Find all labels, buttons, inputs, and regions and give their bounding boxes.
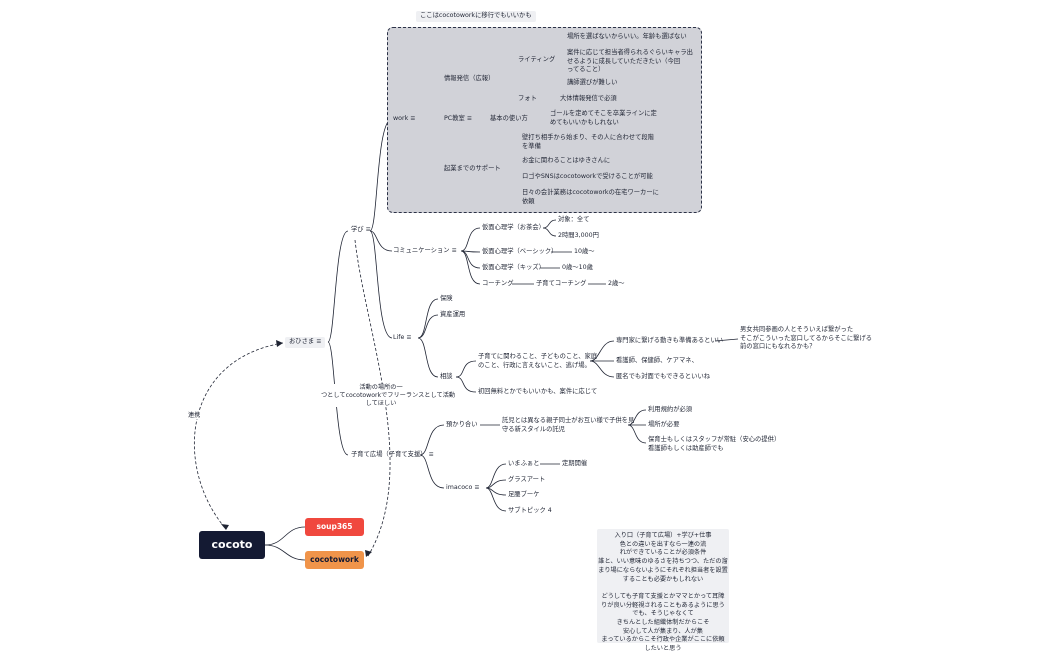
- boundary-box: [387, 27, 702, 213]
- soudan-item[interactable]: 専門家に繋げる動きも準備あるといい: [616, 337, 724, 344]
- imacoco-subitem[interactable]: 定期開催: [562, 460, 588, 467]
- boundary-label: ここはcocotoworkに移行でもいいかも: [416, 11, 536, 22]
- azukari-item[interactable]: 場所が必要: [648, 421, 680, 428]
- topic-life[interactable]: Life ≡: [393, 334, 412, 343]
- topic-work[interactable]: work ≡: [393, 115, 416, 124]
- comm-subitem[interactable]: 2時間3,000円: [558, 232, 599, 239]
- life-item[interactable]: 保険: [440, 295, 453, 302]
- imacoco-item[interactable]: 足腰ブーケ: [508, 491, 540, 498]
- topic-writing[interactable]: ライティング: [518, 56, 556, 63]
- comm-subitem[interactable]: 対象：全て: [558, 216, 590, 223]
- comm-item[interactable]: 仮面心理学（ベーシック）: [482, 248, 558, 255]
- notes-icon: ≡: [474, 484, 480, 491]
- relationship-label-renkei: 連携: [188, 410, 201, 419]
- writing-item[interactable]: 案件に応じて担当者得られるぐらいキャラ出 せるように成長していただきたい（今回 …: [567, 49, 693, 74]
- life-item[interactable]: 資産運用: [440, 311, 466, 318]
- topic-work-label: work: [393, 115, 409, 122]
- azukari-item[interactable]: 利用規約が必須: [648, 406, 693, 413]
- comm-subitem[interactable]: 子育てコーチング: [536, 280, 587, 287]
- floating-topic-soup[interactable]: soup365: [305, 518, 364, 536]
- topic-manabi-label: 学び: [351, 226, 364, 233]
- notes-icon: ≡: [406, 334, 412, 341]
- senmon-item[interactable]: 男女共同参画の人とそういえば繋がった そこがこういった窓口してるからそこに繋げる…: [740, 326, 873, 351]
- floating-topic-cocotowork[interactable]: cocotowork: [305, 551, 364, 569]
- main-topic[interactable]: おひさま ≡: [285, 337, 326, 348]
- notes-icon: ≡: [365, 226, 371, 233]
- notes-icon: ≡: [466, 115, 473, 122]
- notes-icon: ≡: [410, 115, 416, 122]
- main-topic-label: おひさま: [289, 338, 315, 345]
- topic-imacoco-label: imacoco: [446, 484, 473, 491]
- relationship-label-activity: 活動の場所の一 つとしてcocotoworkでフリーランスとして活動 してほしい: [321, 384, 456, 408]
- hiroba-item[interactable]: 預かり合い: [446, 421, 478, 428]
- notes-icon: ≡: [428, 451, 434, 458]
- azukari-item[interactable]: 保育士もしくはスタッフが常駐（安心の提供） 看護師もしくは助産師でも: [648, 436, 781, 452]
- imacoco-item[interactable]: グラスアート: [508, 476, 546, 483]
- comm-subitem[interactable]: 0歳〜10歳: [562, 264, 593, 271]
- pc-item[interactable]: ゴールを定めてそこを卒業ラインに定 めてもいいかもしれない: [550, 110, 657, 126]
- topic-imacoco[interactable]: imacoco ≡: [446, 484, 480, 493]
- topic-communication-label: コミュニケーション: [393, 247, 450, 254]
- azukari-desc[interactable]: 託児とは異なる親子同士がお互い様で子供を見 守る新スタイルの託児: [502, 417, 635, 433]
- startup-item[interactable]: 壁打ち相手から始まり、その人に合わせて段階 を準備: [522, 134, 654, 150]
- topic-manabi[interactable]: 学び ≡: [351, 226, 371, 235]
- soudan-desc[interactable]: 子育てに関わること、子どものこと、家庭 のこと、行政に言えないこと、逃げ場。: [478, 353, 598, 369]
- comm-subitem[interactable]: 10歳〜: [574, 248, 595, 255]
- central-topic[interactable]: cocoto: [199, 531, 265, 559]
- notes-icon: ≡: [451, 247, 457, 254]
- writing-item[interactable]: 講師選びが難しい: [567, 79, 618, 86]
- pc-use[interactable]: 基本の使い方: [490, 115, 528, 122]
- topic-photo[interactable]: フォト: [518, 95, 537, 102]
- topic-startup[interactable]: 起業までのサポート: [444, 165, 501, 172]
- notes-icon: ≡: [316, 338, 322, 345]
- startup-item[interactable]: お金に関わることはゆきさんに: [522, 157, 611, 164]
- life-item[interactable]: 相談: [440, 373, 453, 380]
- topic-communication[interactable]: コミュニケーション ≡: [393, 247, 457, 256]
- soudan-item[interactable]: 匿名でも対面でもできるといいね: [616, 373, 711, 380]
- soudan-item[interactable]: 初回無料とかでもいいかも、案件に応じて: [478, 388, 598, 395]
- topic-life-label: Life: [393, 334, 405, 341]
- comm-item[interactable]: 仮面心理学（お茶会）: [482, 224, 545, 231]
- topic-hiroba-label: 子育て広場（子育て支援）: [351, 451, 427, 458]
- topic-pc-label: PC教室: [444, 115, 465, 122]
- topic-hiroba[interactable]: 子育て広場（子育て支援） ≡: [351, 451, 434, 460]
- photo-item[interactable]: 大体情報発信で必須: [560, 95, 617, 102]
- writing-item[interactable]: 場所を選ばないからいい。年齢も選ばない: [567, 33, 687, 40]
- floating-note[interactable]: 入り口（子育て広場）+学び+仕事 色との違いを出すなら一連の流 れができているこ…: [597, 529, 729, 652]
- topic-pc[interactable]: PC教室 ≡: [444, 115, 472, 124]
- imacoco-item[interactable]: サブトピック 4: [508, 507, 552, 514]
- soudan-item[interactable]: 看護師、保健師、ケアマネ、: [616, 357, 698, 364]
- comm-item[interactable]: コーチング: [482, 280, 514, 287]
- startup-item[interactable]: ロゴやSNSはcocotoworkで受けることが可能: [522, 173, 653, 180]
- topic-info[interactable]: 情報発信（広報）: [444, 75, 495, 82]
- imacoco-item[interactable]: いまふぁと: [508, 460, 540, 467]
- comm-subitem[interactable]: 2歳〜: [608, 280, 625, 287]
- comm-item[interactable]: 仮面心理学（キッズ）: [482, 264, 545, 271]
- startup-item[interactable]: 日々の会計業務はcocotoworkの在宅ワーカーに 依頼: [522, 189, 659, 205]
